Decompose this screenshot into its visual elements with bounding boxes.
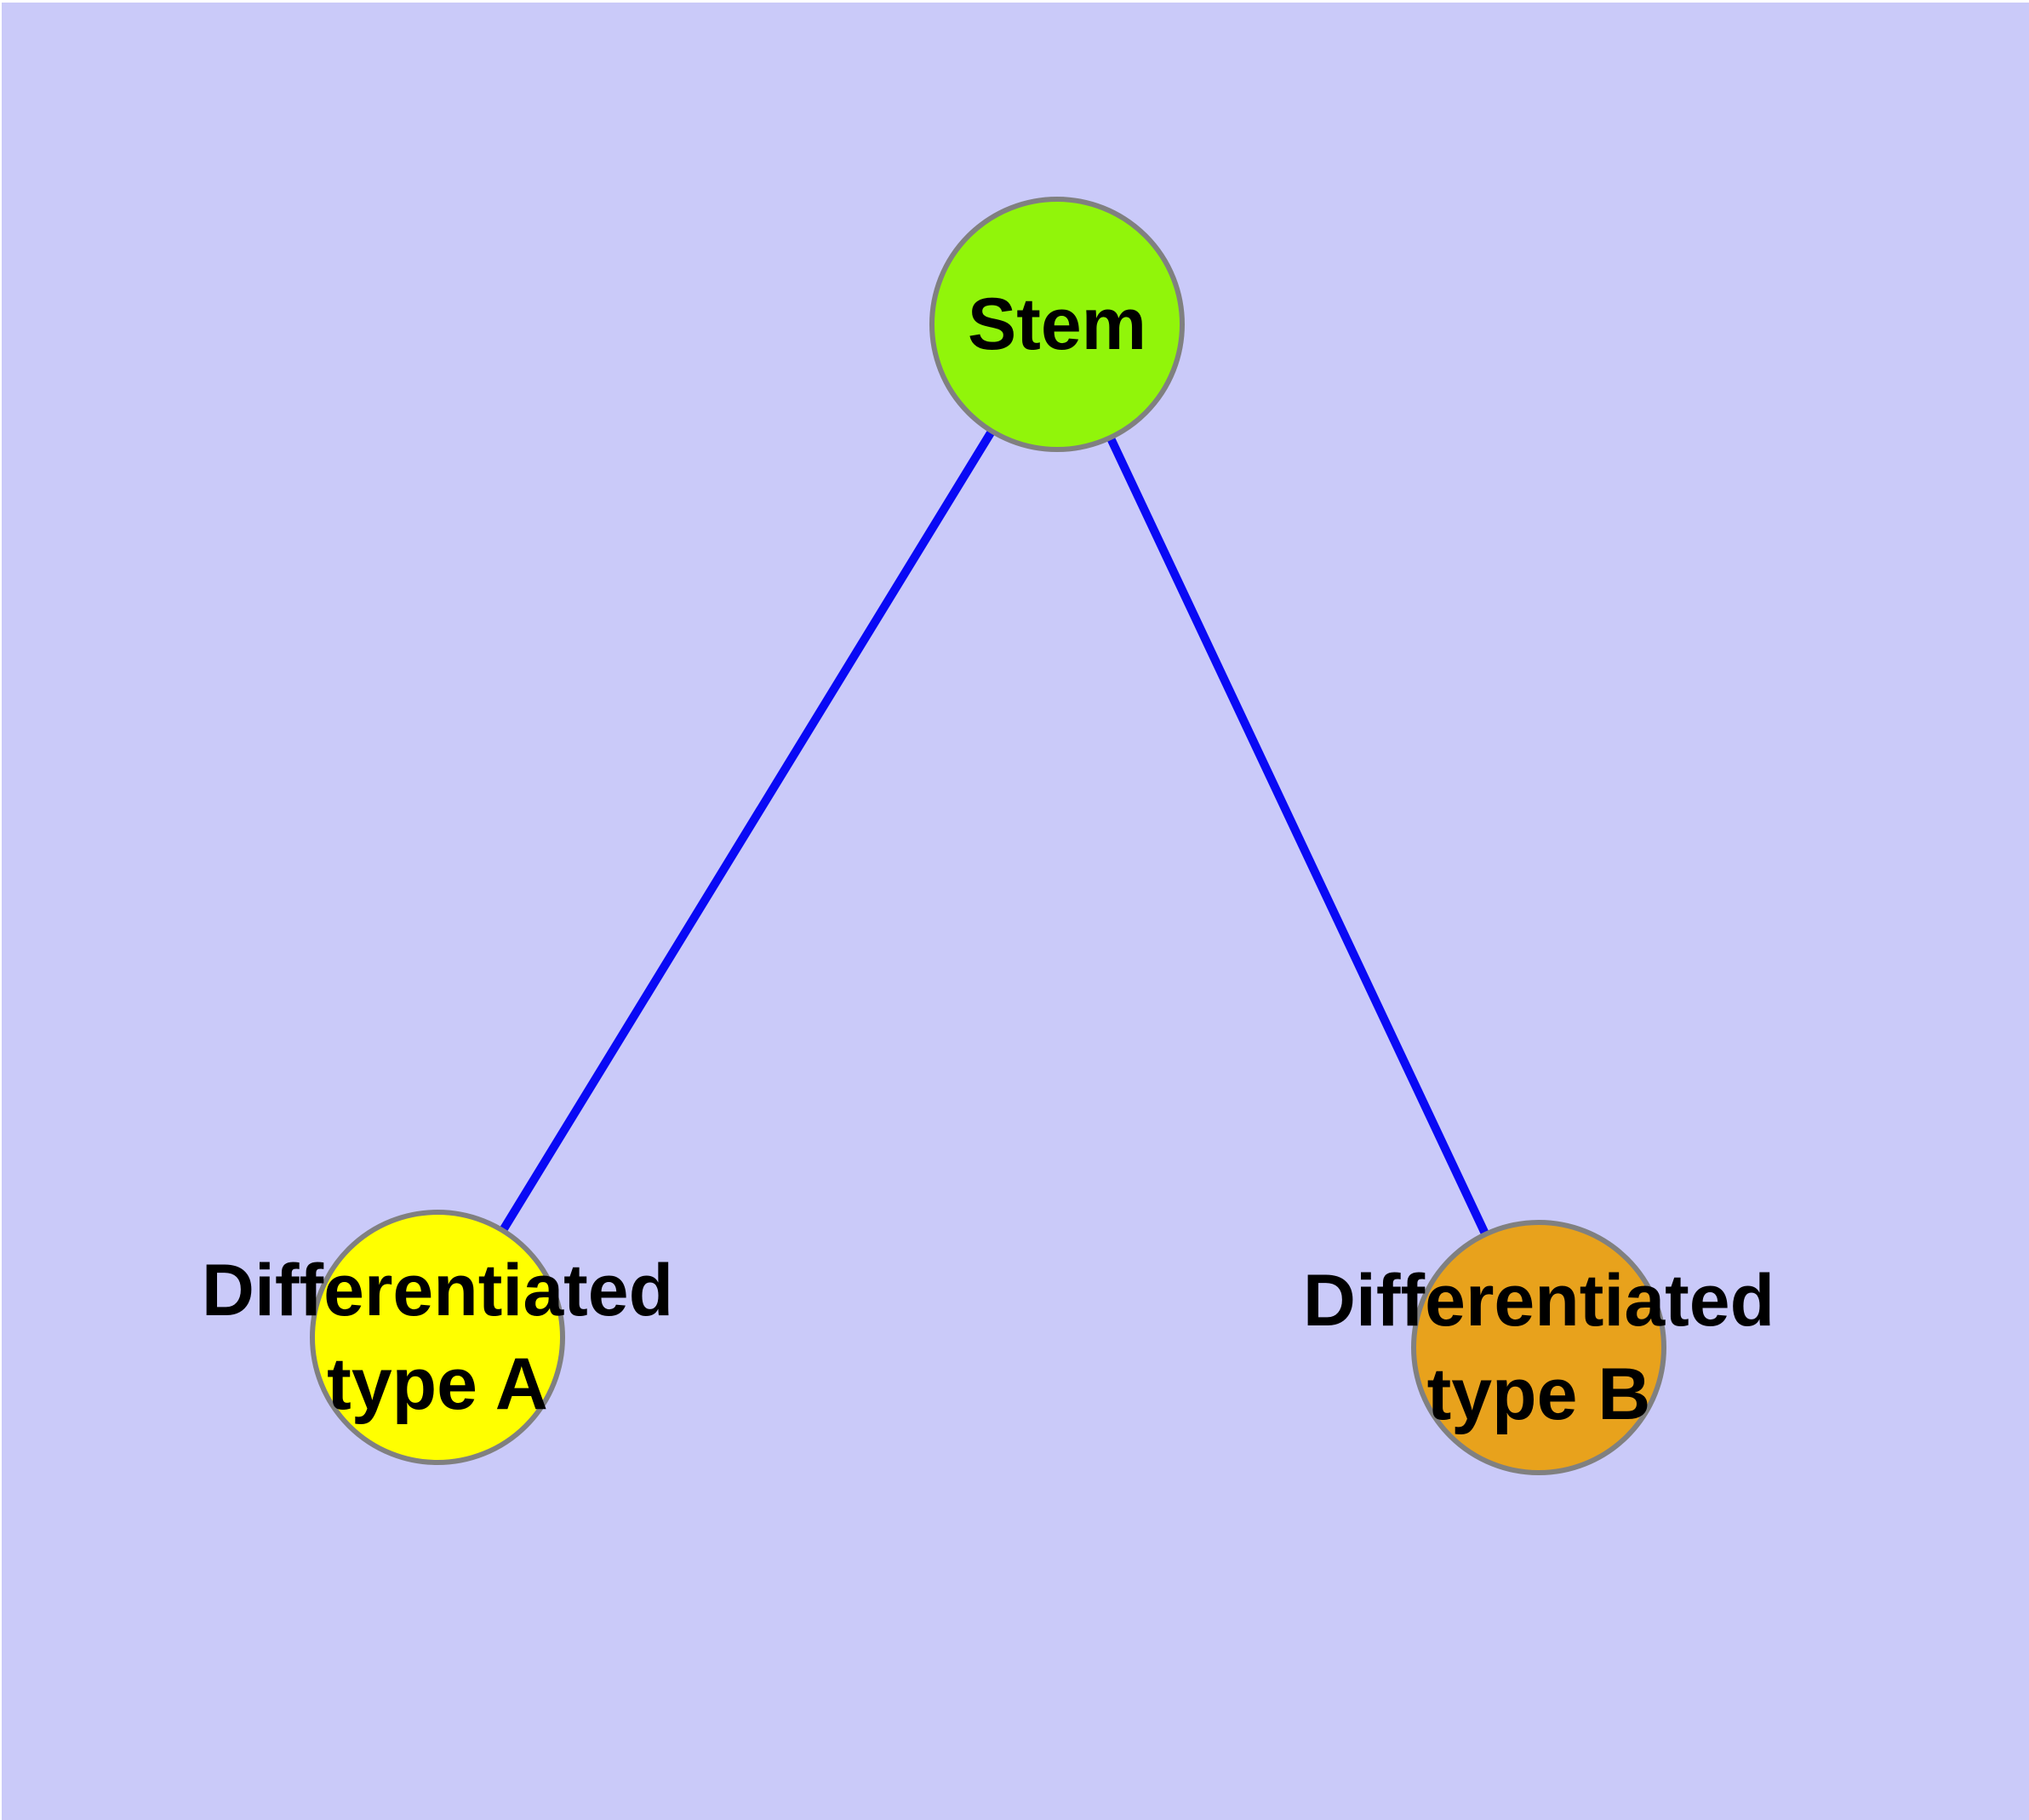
edge-stem-to-type-a: [433, 322, 1061, 1340]
node-type-b-label-line1: Differentiated: [1302, 1260, 1775, 1342]
node-stem-label-text: Stem: [967, 283, 1147, 365]
node-type-a-label-line1: Differentiated: [201, 1250, 674, 1331]
node-type-a-label: Differentiated type A: [202, 1244, 673, 1431]
edge-stem-to-type-b: [1053, 322, 1543, 1350]
node-type-b-label-line2: type B: [1426, 1354, 1651, 1435]
node-type-b-label: Differentiated type B: [1303, 1254, 1775, 1441]
node-stem-circle: [929, 197, 1185, 452]
graph-diagram: Stem Differentiated type A Differentiate…: [2, 3, 2029, 1820]
node-type-b-circle: [1411, 1220, 1666, 1475]
node-stem-label: Stem: [968, 278, 1146, 371]
graph-canvas: [310, 197, 1666, 1475]
node-type-a-label-line2: type A: [327, 1343, 548, 1425]
node-type-a-circle: [310, 1210, 565, 1465]
